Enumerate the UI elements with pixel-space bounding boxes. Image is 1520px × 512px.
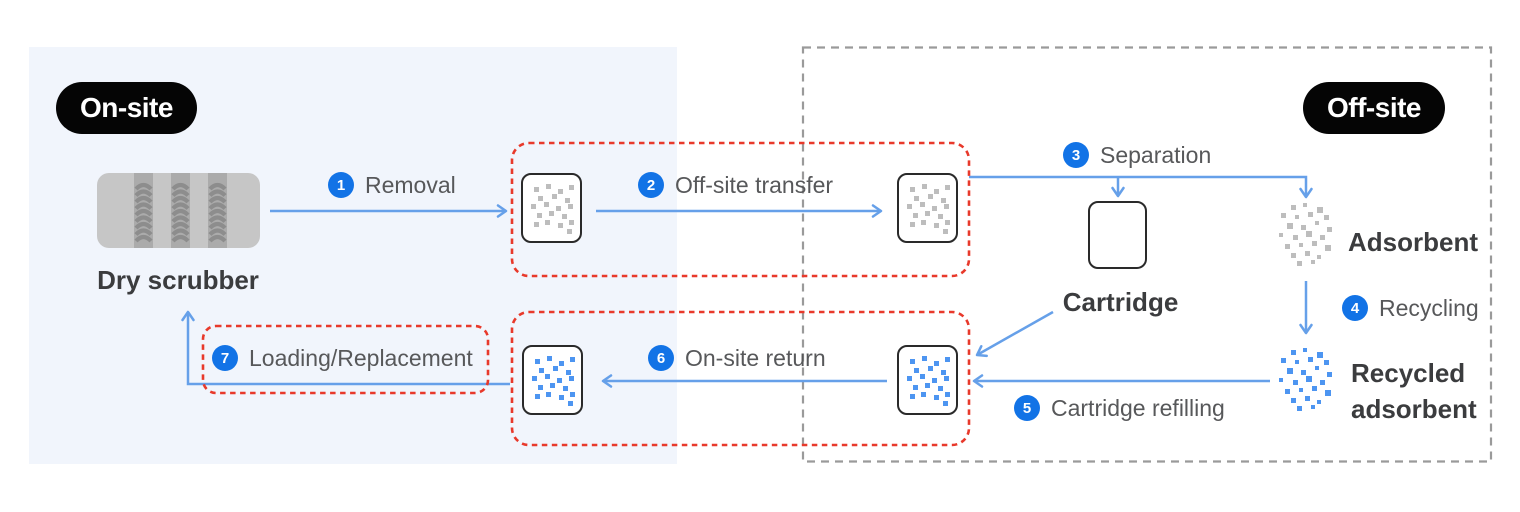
step-7-label: Loading/Replacement xyxy=(249,344,473,371)
arrow-separation-main xyxy=(969,175,1313,199)
arrow-loading-replacement xyxy=(181,310,510,386)
step-7-number-badge: 7 xyxy=(212,345,238,371)
step-3-number-badge: 3 xyxy=(1063,142,1089,168)
used-cartridge-icon xyxy=(521,173,582,243)
step-6-number-badge: 6 xyxy=(648,345,674,371)
step-5-cartridge-refilling: 5 Cartridge refilling xyxy=(1014,395,1225,421)
offsite-region-border xyxy=(801,46,1493,463)
recycled-adsorbent-icon xyxy=(1277,348,1333,419)
step-4-label: Recycling xyxy=(1379,294,1479,321)
step-2-number-badge: 2 xyxy=(638,172,664,198)
recycled-adsorbent-label: Recycled adsorbent xyxy=(1351,358,1477,424)
used-cartridge-icon xyxy=(897,173,958,243)
step-3-label: Separation xyxy=(1100,141,1212,168)
adsorbent-label: Adsorbent xyxy=(1348,227,1478,257)
step-1-number-badge: 1 xyxy=(328,172,354,198)
step-7-loading-replacement: 7 Loading/Replacement xyxy=(212,345,473,371)
dry-scrubber-icon xyxy=(97,173,260,248)
step-5-label: Cartridge refilling xyxy=(1051,394,1225,421)
adsorbent-icon xyxy=(1277,203,1333,274)
step-1-label: Removal xyxy=(365,171,456,198)
refilled-cartridge-icon xyxy=(522,345,583,415)
step-6-label: On-site return xyxy=(685,344,826,371)
step-3-separation: 3 Separation xyxy=(1063,142,1211,168)
step-4-number-badge: 4 xyxy=(1342,295,1368,321)
empty-cartridge-icon xyxy=(1088,201,1147,269)
onsite-badge: On-site xyxy=(56,82,197,134)
refilled-cartridge-icon xyxy=(897,345,958,415)
step-4-recycling: 4 Recycling xyxy=(1342,295,1479,321)
highlight-box-loading xyxy=(201,324,490,395)
highlight-box-transfer xyxy=(510,141,971,278)
step-6-onsite-return: 6 On-site return xyxy=(648,345,826,371)
cartridge-label: Cartridge xyxy=(1062,287,1179,317)
offsite-badge: Off-site xyxy=(1303,82,1445,134)
dry-scrubber-label: Dry scrubber xyxy=(97,265,259,295)
step-5-number-badge: 5 xyxy=(1014,395,1040,421)
arrow-cartridge-pointer xyxy=(975,310,1054,358)
step-1-removal: 1 Removal xyxy=(328,172,456,198)
step-2-offsite-transfer: 2 Off-site transfer xyxy=(638,172,833,198)
highlight-box-return xyxy=(510,310,971,447)
step-2-label: Off-site transfer xyxy=(675,171,834,198)
